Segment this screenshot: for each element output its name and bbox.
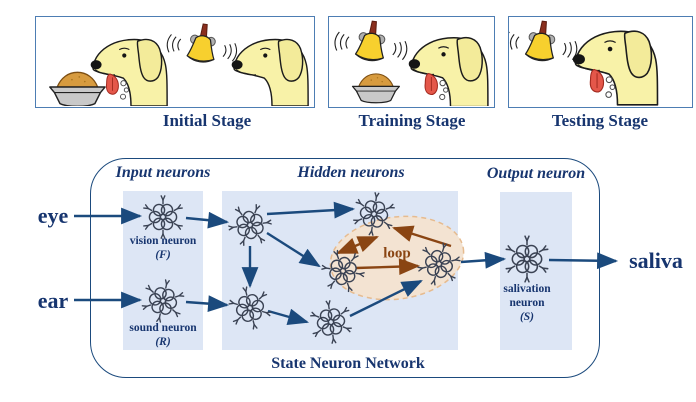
vision-neuron-name: vision neuron (129, 235, 197, 247)
sound-neuron-name: sound neuron (129, 322, 197, 334)
caption-training-stage: Training Stage (358, 111, 466, 130)
stage-panel-training (328, 16, 495, 108)
initial-stage-illustration (49, 18, 313, 106)
sound-neuron-label: sound neuron (R) (129, 322, 196, 350)
food-bowl-icon (351, 73, 400, 104)
heading-input-neurons: Input neurons (115, 164, 211, 181)
training-stage-illustration (332, 17, 493, 106)
drooling-dog-icon (409, 38, 488, 106)
food-bowl-icon (49, 71, 106, 106)
heading-output-neuron: Output neuron (486, 165, 586, 182)
salivation-neuron-name-1: salivation (503, 283, 551, 295)
dog-icon (232, 39, 308, 105)
output-label-saliva: saliva (629, 248, 683, 273)
testing-stage-illustration (509, 17, 691, 106)
sound-neuron-symbol: (R) (155, 335, 171, 348)
bell-icon (164, 18, 241, 68)
heading-hidden-neurons: Hidden neurons (297, 164, 405, 181)
salivation-neuron-label: salivation neuron (S) (503, 283, 550, 324)
vision-neuron-label: vision neuron (F) (130, 235, 197, 263)
caption-testing-stage: Testing Stage (551, 111, 649, 130)
salivation-neuron-name-2: neuron (509, 296, 545, 309)
stage-panel-testing (508, 16, 693, 108)
salivation-neuron-symbol: (S) (519, 310, 535, 323)
bell-icon (509, 17, 581, 67)
vision-neuron-symbol: (F) (155, 248, 171, 261)
stage-panel-initial (35, 16, 315, 108)
bell-icon (332, 17, 411, 67)
input-label-eye: eye (37, 203, 69, 228)
loop-label: loop (383, 245, 411, 262)
caption-initial-stage: Initial Stage (162, 111, 252, 130)
output-neuron-box (500, 192, 572, 350)
hidden-neurons-box (222, 191, 458, 350)
drooling-dog-icon (573, 31, 658, 105)
input-label-ear: ear (37, 288, 69, 313)
network-title: State Neuron Network (271, 355, 425, 372)
drooling-dog-icon (91, 39, 167, 105)
